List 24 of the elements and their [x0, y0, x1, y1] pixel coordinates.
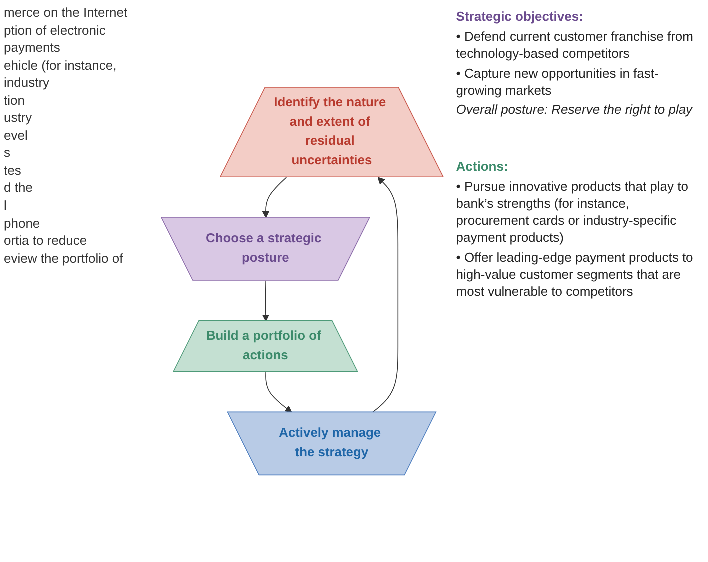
arrow: [262, 176, 288, 218]
bullet-text: • Capture new opportunities in fast-growing markets: [456, 66, 660, 100]
text-fragment: tion: [4, 92, 26, 110]
text-fragment: industry: [4, 74, 51, 92]
text-fragment: ehicle (for instance,: [4, 56, 118, 74]
section-heading: Actions:: [456, 159, 510, 176]
text-fragment: d the: [4, 179, 34, 198]
bullet-text: • Defend current customer franchise from technology-based competitors: [456, 28, 694, 63]
text-fragment: ortia to reduce: [4, 232, 88, 250]
text-fragment: l: [4, 197, 8, 215]
arrow: [266, 371, 293, 413]
text-fragment: tes: [4, 162, 22, 180]
arrow: [372, 176, 399, 413]
note-text: Overall posture: Reserve the right to play: [456, 102, 694, 120]
text-fragment: phone: [4, 214, 42, 232]
bullet-text: • Pursue innovative products that play to bank’s strengths (for instance, procurement cards or industry-specific payment products): [456, 179, 690, 247]
text-fragment: evel: [4, 126, 29, 144]
section-heading: Strategic objectives:: [456, 9, 584, 26]
arrow: [262, 280, 270, 322]
text-fragment: merce on the Internet: [4, 4, 129, 22]
text-fragment: s: [4, 144, 12, 162]
text-fragment: ustry: [4, 109, 34, 127]
bullet-text: • Offer leading-edge payment products to high-value customer segments that are most vulnerable to competitors: [456, 250, 694, 300]
text-fragment: eview the portfolio of: [4, 250, 124, 268]
